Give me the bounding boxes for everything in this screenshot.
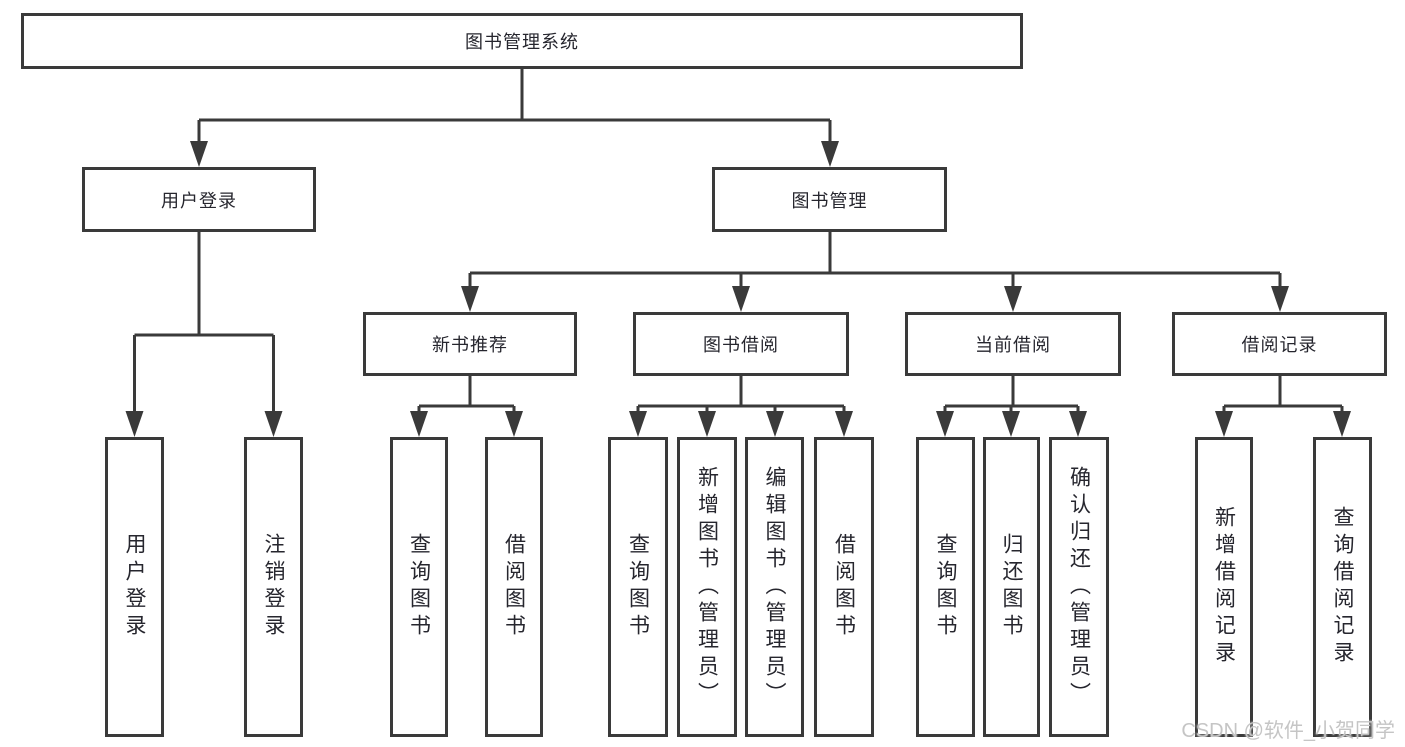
node-label: 借阅图书 — [502, 533, 526, 641]
watermark-text: CSDN @软件_小贺同学 — [1181, 720, 1395, 742]
leaf-recommend-borrow-books: 借阅图书 — [485, 437, 543, 737]
node-label: 图书管理系统 — [465, 32, 579, 52]
edge-bookmgmt-to-level3 — [468, 232, 1282, 288]
node-label: 归还图书 — [1000, 533, 1023, 641]
arrow-down-icon — [698, 411, 716, 437]
arrow-down-icon — [125, 411, 144, 437]
leaf-recommend-query-books: 查询图书 — [390, 437, 448, 737]
arrow-down-icon — [190, 141, 208, 167]
leaf-borrow-query-books: 查询图书 — [608, 437, 668, 737]
arrow-down-icon — [461, 286, 479, 312]
node-label: 用户登录 — [123, 533, 146, 641]
node-label: 查询图书 — [626, 533, 650, 641]
leaf-current-return-books: 归还图书 — [983, 437, 1040, 737]
node-current-borrow: 当前借阅 — [905, 312, 1121, 376]
node-label: 查询借阅记录 — [1331, 506, 1354, 668]
leaf-records-add-record: 新增借阅记录 — [1195, 437, 1253, 737]
node-label: 新增图书（管理员） — [695, 465, 719, 709]
node-book-management: 图书管理 — [712, 167, 947, 232]
node-label: 借阅图书 — [832, 533, 856, 641]
arrow-down-icon — [1002, 411, 1020, 437]
arrow-down-icon — [1271, 286, 1289, 312]
node-label: 图书借阅 — [703, 335, 779, 355]
node-label: 当前借阅 — [975, 335, 1051, 355]
arrow-down-icon — [629, 411, 647, 437]
leaf-user-login: 用户登录 — [105, 437, 164, 737]
edge-borrow-to-leaves — [636, 376, 846, 413]
leaf-current-query-books: 查询图书 — [916, 437, 975, 737]
node-new-book-recommend: 新书推荐 — [363, 312, 577, 376]
leaf-current-confirm-return-admin: 确认归还（管理员） — [1049, 437, 1109, 737]
node-label: 图书管理 — [791, 190, 868, 211]
arrow-down-icon — [1069, 411, 1087, 437]
arrow-down-icon — [1333, 411, 1351, 437]
node-label: 查询图书 — [407, 533, 431, 641]
node-label: 编辑图书（管理员） — [763, 465, 786, 709]
node-borrow-records: 借阅记录 — [1172, 312, 1387, 376]
arrow-down-icon — [821, 141, 839, 167]
edge-userlogin-to-leaves — [133, 232, 275, 413]
node-library-system: 图书管理系统 — [21, 13, 1023, 69]
arrow-down-icon — [732, 286, 750, 312]
node-label: 新增借阅记录 — [1212, 506, 1236, 668]
node-label: 查询图书 — [934, 533, 957, 641]
node-book-borrow: 图书借阅 — [633, 312, 849, 376]
leaf-borrow-edit-books-admin: 编辑图书（管理员） — [745, 437, 804, 737]
node-label: 用户登录 — [161, 190, 237, 211]
node-label: 注销登录 — [262, 533, 285, 641]
leaf-records-query-record: 查询借阅记录 — [1313, 437, 1372, 737]
leaf-logout: 注销登录 — [244, 437, 303, 737]
node-label: 新书推荐 — [432, 335, 508, 355]
arrow-down-icon — [264, 411, 283, 437]
node-label: 借阅记录 — [1241, 335, 1318, 355]
arrow-down-icon — [936, 411, 954, 437]
arrow-down-icon — [1215, 411, 1233, 437]
arrow-down-icon — [505, 411, 523, 437]
arrow-down-icon — [766, 411, 784, 437]
edge-recommend-to-leaves — [417, 376, 516, 413]
arrow-down-icon — [835, 411, 853, 437]
node-user-login: 用户登录 — [82, 167, 316, 232]
arrow-down-icon — [1004, 286, 1022, 312]
leaf-borrow-borrow-books: 借阅图书 — [814, 437, 874, 737]
leaf-borrow-add-books-admin: 新增图书（管理员） — [677, 437, 737, 737]
edge-root-to-level2 — [197, 69, 832, 143]
edge-current-to-leaves — [943, 376, 1080, 413]
arrow-down-icon — [410, 411, 428, 437]
edge-records-to-leaves — [1222, 376, 1344, 413]
node-label: 确认归还（管理员） — [1067, 465, 1091, 709]
